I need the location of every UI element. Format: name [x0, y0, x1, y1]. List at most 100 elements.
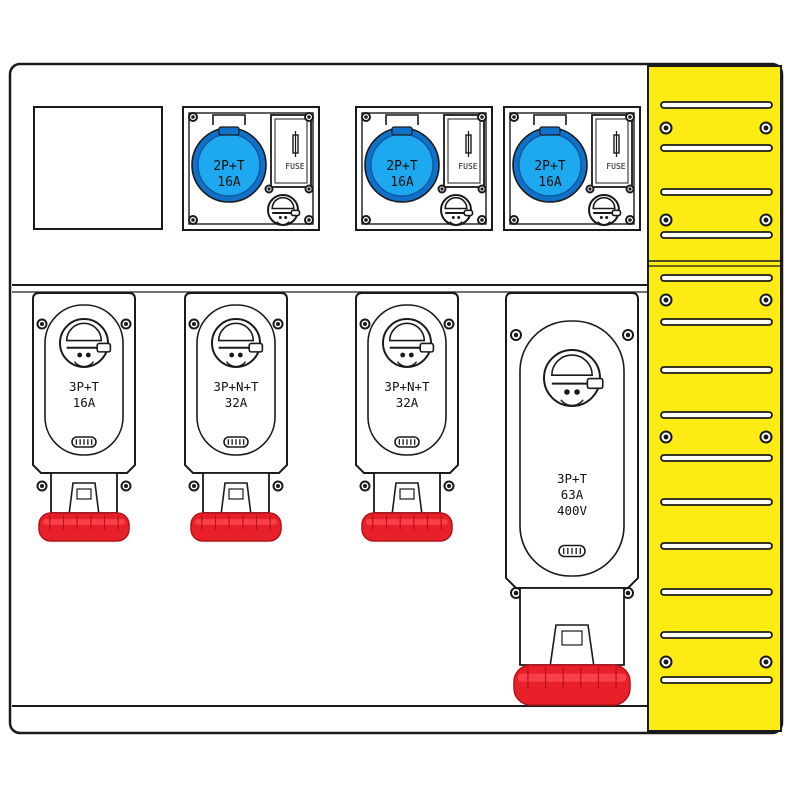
vent-slot-icon: [660, 318, 773, 326]
indicator-lamp-icon: [394, 436, 420, 448]
blank-cover-plate: [33, 106, 163, 230]
fuse-label: FUSE: [606, 162, 625, 171]
red-interlocked-socket-icon: [184, 292, 288, 542]
screw-icon: [188, 215, 198, 225]
screw-icon: [120, 480, 132, 492]
red-interlocked-socket-icon: [355, 292, 459, 542]
vent-slot-icon: [660, 454, 773, 462]
screw-icon: [659, 293, 673, 307]
fuse-label: FUSE: [285, 162, 304, 171]
screw-icon: [304, 112, 314, 122]
rotary-switch-icon: [267, 194, 301, 226]
fuse-label: FUSE: [458, 162, 477, 171]
blue-socket-icon: [364, 126, 440, 203]
fused-socket-current: 16A: [390, 175, 414, 190]
socket-current: 32A: [396, 395, 419, 410]
vent-slot-icon: [660, 274, 773, 282]
plug-body-outline: [373, 472, 441, 514]
screw-icon: [625, 112, 635, 122]
screw-icon: [509, 215, 519, 225]
large-socket-rating: 3P+T: [557, 471, 588, 486]
screw-icon: [359, 480, 371, 492]
vent-slot-icon: [660, 676, 773, 684]
blue-socket-with-fuse-holder-icon: [503, 106, 641, 231]
vent-slot-icon: [660, 366, 773, 374]
plug-body-outline: [202, 472, 270, 514]
screw-icon: [304, 184, 314, 194]
blue-socket-icon: [191, 126, 267, 203]
screw-icon: [120, 318, 132, 330]
screw-icon: [477, 215, 487, 225]
screw-icon: [272, 480, 284, 492]
screw-icon: [659, 430, 673, 444]
vent-slot-icon: [660, 101, 773, 109]
screw-icon: [585, 184, 595, 194]
vent-slot-icon: [660, 144, 773, 152]
red-interlocked-socket-icon: [32, 292, 136, 542]
vent-slot-icon: [660, 588, 773, 596]
screw-icon: [659, 655, 673, 669]
screw-icon: [477, 184, 487, 194]
interlocked-socket-module-3: 3P+N+T 32A: [355, 292, 459, 542]
socket-current: 16A: [73, 395, 96, 410]
screw-icon: [361, 112, 371, 122]
fuse-holder-icon: [591, 114, 633, 188]
screw-icon: [443, 480, 455, 492]
screw-icon: [625, 184, 635, 194]
vent-slot-icon: [660, 631, 773, 639]
vent-slot-icon: [660, 542, 773, 550]
rotary-switch-icon: [543, 349, 604, 407]
indicator-lamp-icon: [71, 436, 97, 448]
screw-icon: [759, 213, 773, 227]
indicator-lamp-icon: [223, 436, 249, 448]
vent-slot-icon: [660, 188, 773, 196]
plug-body-outline: [519, 587, 625, 666]
vent-slot-icon: [660, 411, 773, 419]
large-socket-current: 63A: [561, 487, 584, 502]
large-socket-module: 3P+T 63A 400V: [505, 292, 639, 706]
interlocked-socket-module-2: 3P+N+T 32A: [184, 292, 288, 542]
rotary-switch-icon: [440, 194, 474, 226]
fused-socket-rating: 2P+T: [534, 159, 565, 174]
red-large-interlocked-socket-icon: [505, 292, 639, 706]
screw-icon: [659, 213, 673, 227]
red-cap-icon: [513, 664, 631, 706]
fused-socket-module-3: 2P+T 16A FUSE: [503, 106, 641, 231]
screw-icon: [759, 121, 773, 135]
screw-icon: [36, 318, 48, 330]
screw-icon: [759, 655, 773, 669]
rotary-switch-icon: [59, 318, 112, 368]
screw-icon: [622, 329, 634, 341]
fuse-holder-icon: [270, 114, 312, 188]
screw-icon: [622, 587, 634, 599]
vent-slot-icon: [660, 231, 773, 239]
rotary-switch-icon: [211, 318, 264, 368]
rotary-switch-icon: [588, 194, 622, 226]
screw-icon: [264, 184, 274, 194]
fused-socket-rating: 2P+T: [386, 159, 417, 174]
fuse-holder-icon: [443, 114, 485, 188]
socket-rating: 3P+T: [69, 379, 100, 394]
fused-socket-module-1: 2P+T 16A FUSE: [182, 106, 320, 231]
screw-icon: [443, 318, 455, 330]
screw-icon: [188, 480, 200, 492]
screw-icon: [437, 184, 447, 194]
red-cap-icon: [361, 512, 453, 542]
indicator-lamp-icon: [558, 544, 586, 558]
blue-socket-with-fuse-holder-icon: [355, 106, 493, 231]
screw-icon: [304, 215, 314, 225]
vent-slot-icon: [660, 498, 773, 506]
screw-icon: [759, 430, 773, 444]
screw-icon: [759, 293, 773, 307]
red-cap-icon: [38, 512, 130, 542]
screw-icon: [272, 318, 284, 330]
socket-current: 32A: [225, 395, 248, 410]
screw-icon: [625, 215, 635, 225]
screw-icon: [509, 112, 519, 122]
fused-socket-rating: 2P+T: [213, 159, 244, 174]
screw-icon: [510, 329, 522, 341]
screw-icon: [659, 121, 673, 135]
socket-rating: 3P+N+T: [213, 379, 259, 394]
screw-icon: [188, 112, 198, 122]
screw-icon: [359, 318, 371, 330]
